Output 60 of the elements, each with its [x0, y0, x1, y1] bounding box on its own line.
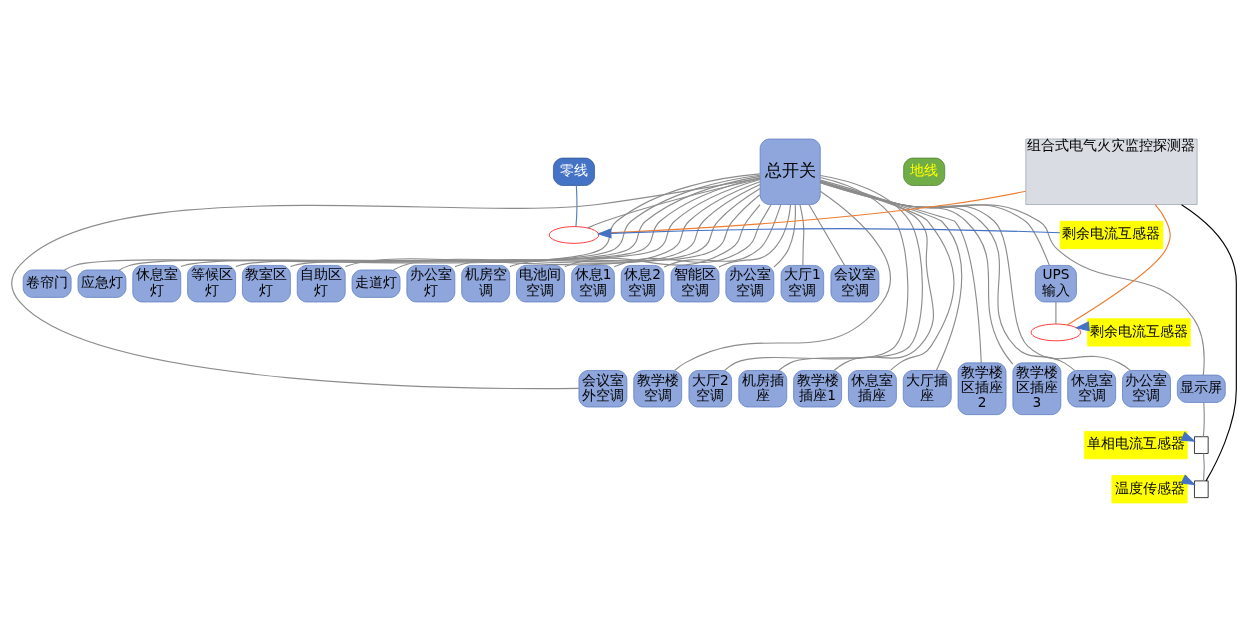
node-box: 教学楼区插座2: [957, 362, 1007, 415]
node-box: 教学楼空调: [633, 369, 683, 407]
node-box: [1194, 435, 1209, 454]
node-box: 剩余电流互感器: [1059, 220, 1164, 249]
node-box: 应急灯: [77, 269, 127, 298]
connector: [1202, 401, 1205, 437]
node-box: 机房空调: [461, 264, 511, 302]
connector: [11, 177, 761, 389]
node-box: 教学楼插座1: [793, 369, 842, 407]
node-ellipse: [548, 225, 600, 244]
connector: [799, 203, 805, 266]
connector: [663, 203, 782, 268]
connector: [718, 203, 792, 268]
node-box: 地线: [903, 157, 946, 186]
node-box: 办公室空调: [1122, 369, 1171, 407]
connector: [808, 203, 846, 266]
connector: [575, 184, 578, 227]
node-box: 休息1空调: [571, 264, 615, 302]
connector: [454, 187, 761, 267]
connector: [674, 190, 891, 371]
node-box: 大厅插座: [902, 369, 952, 407]
node-box: UPS输入: [1034, 264, 1077, 302]
arrow: [596, 227, 1061, 238]
node-box: 休息室插座: [848, 369, 897, 407]
connector: [564, 203, 761, 267]
node-box: [1194, 480, 1209, 498]
connector: [1055, 300, 1057, 324]
node-box: 走道灯: [351, 269, 401, 298]
node-box: 电池间空调: [516, 264, 565, 302]
node-box: 等候区灯: [187, 264, 236, 302]
node-box: 休息室灯: [132, 264, 182, 302]
node-box: 会议室外空调: [578, 369, 628, 407]
node-box: 机房插座: [738, 369, 788, 407]
node-box: 大厅2空调: [688, 369, 732, 407]
connector: [613, 203, 772, 267]
node-box: 办公室灯: [406, 264, 456, 302]
node-box: 智能区空调: [670, 264, 720, 302]
node-box: 休息室空调: [1067, 369, 1117, 407]
connector: [819, 179, 935, 371]
connector: [509, 193, 761, 267]
node-box: 总开关: [759, 138, 821, 205]
node-box: 显示屏: [1176, 374, 1226, 403]
connector: [587, 178, 761, 228]
node-box: 零线: [553, 157, 595, 186]
connector: [773, 203, 796, 268]
node-box: 卷帘门: [22, 269, 72, 298]
connector: [819, 181, 1205, 376]
node-box: 大厅1空调: [780, 264, 825, 302]
node-box: 教室区灯: [242, 264, 291, 302]
connector: [393, 183, 761, 270]
connector: [819, 180, 1014, 365]
node-box: 办公室空调: [725, 264, 775, 302]
connector: [1203, 452, 1205, 481]
node-box: 组合式电气火灾监控探测器: [1025, 138, 1198, 205]
node-box: 教学楼区插座3: [1012, 362, 1062, 415]
node-box: 会议室空调: [830, 264, 880, 302]
node-ellipse: [1030, 323, 1082, 341]
node-box: 休息2空调: [620, 264, 665, 302]
connector: [819, 181, 1131, 371]
node-box: 自助区灯: [296, 264, 346, 302]
